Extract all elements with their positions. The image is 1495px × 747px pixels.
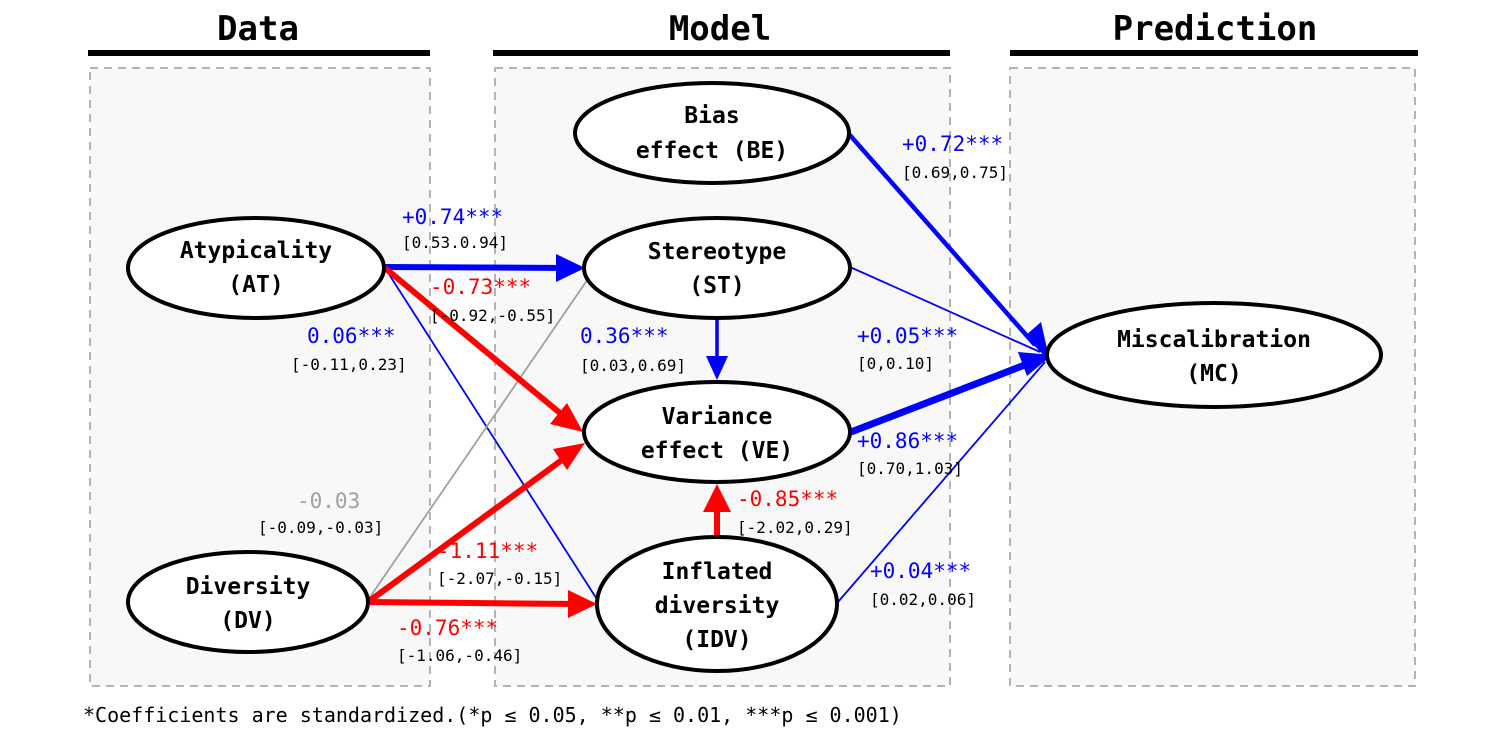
edge-dv-idv [367,599,579,607]
coef-at-idv: 0.06*** [307,324,396,348]
node-at-label-1: Atypicality [180,238,332,264]
ci-dv-idv: [-1.06,-0.46] [397,646,522,665]
column-title-prediction: Prediction [1113,9,1318,49]
edge-be-mc [846,131,1037,347]
node-mc-label-2: (MC) [1186,361,1241,387]
arrowhead-st-ve [706,356,728,380]
node-be-label-2: effect (BE) [636,138,788,164]
ci-ve-mc: [0.70,1.03] [857,459,963,478]
node-st-label-1: Stereotype [648,239,786,265]
column-title-data: Data [217,9,299,49]
coef-at-ve: -0.73*** [430,275,531,299]
coef-idv-mc: +0.04*** [870,559,971,583]
node-mc-label-1: Miscalibration [1117,327,1311,353]
node-st-label-2: (ST) [689,273,744,299]
edge-st-mc [849,266,1041,353]
node-idv-label-1: Inflated [662,559,773,585]
node-mc: Miscalibration (MC) [1045,301,1383,409]
coef-st-mc: +0.05*** [857,324,958,348]
node-ve-label-2: effect (VE) [641,438,793,464]
coef-st-ve: 0.36*** [580,324,669,348]
ci-idv-ve: [-2.02,0.29] [737,518,853,537]
node-dv-shape [126,550,370,654]
node-be-label-1: Bias [684,103,739,129]
edge-labels: +0.74*** [0.53.0.94] -0.73*** [-0.92,-0.… [258,132,1008,665]
edge-at-st [384,264,569,271]
ci-dv-st: [-0.09,-0.03] [258,518,383,537]
node-at-label-2: (AT) [228,272,283,298]
ci-idv-mc: [0.02,0.06] [870,590,976,609]
ci-at-idv: [-0.11,0.23] [291,355,407,374]
node-mc-shape [1045,301,1383,409]
node-idv: Inflated diversity (IDV) [595,535,839,673]
footnote: *Coefficients are standardized.(*p ≤ 0.0… [83,703,902,727]
edge-dv-st [367,272,593,601]
coef-idv-ve: -0.85*** [737,487,838,511]
node-be-shape [573,81,851,185]
coef-dv-idv: -0.76*** [397,616,498,640]
coef-dv-st: -0.03 [297,489,360,513]
arrowhead-dv-ve [553,443,585,470]
edge-at-idv [384,267,601,605]
edge-dv-ve [366,454,568,605]
arrowhead-dv-idv [568,590,597,618]
node-dv-label-1: Diversity [186,574,311,600]
ci-st-mc: [0,0.10] [857,354,934,373]
ci-at-st: [0.53.0.94] [402,233,508,252]
coef-at-st: +0.74*** [402,205,503,229]
column-title-model: Model [669,9,771,49]
node-at: Atypicality (AT) [126,216,386,320]
coef-be-mc: +0.72*** [902,132,1003,156]
node-idv-label-2: diversity [655,593,780,619]
node-st-shape [582,216,852,320]
node-idv-label-3: (IDV) [682,627,751,653]
node-be: Bias effect (BE) [573,81,851,185]
node-ve-shape [582,380,852,484]
node-dv-label-2: (DV) [220,608,275,634]
edge-idv-mc [837,361,1046,603]
node-st: Stereotype (ST) [582,216,852,320]
arrowhead-at-st [556,254,585,282]
edge-ve-mc [849,359,1032,436]
coef-ve-mc: +0.86*** [857,429,958,453]
arrowhead-be-mc [1025,322,1050,362]
ci-at-ve: [-0.92,-0.55] [430,306,555,325]
node-ve: Variance effect (VE) [582,380,852,484]
node-at-shape [126,216,386,320]
arrowhead-ve-mc [1018,352,1052,376]
ci-dv-ve: [-2.07,-0.15] [437,569,562,588]
arrowhead-at-ve [550,403,583,432]
ci-st-ve: [0.03,0.69] [580,356,686,375]
node-idv-shape [595,535,839,673]
node-dv: Diversity (DV) [126,550,370,654]
ci-be-mc: [0.69,0.75] [902,163,1008,182]
edges [366,131,1052,618]
edge-at-ve [383,265,568,421]
arrowhead-idv-ve [703,484,731,512]
node-ve-label-1: Variance [662,404,773,430]
coef-dv-ve: -1.11*** [437,539,538,563]
